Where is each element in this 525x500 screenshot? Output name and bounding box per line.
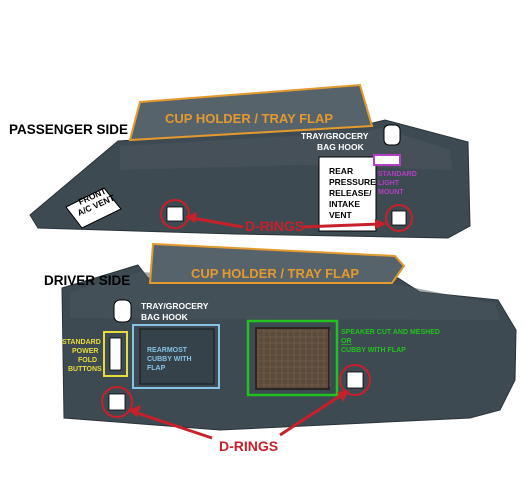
passenger-dring-left	[160, 199, 190, 229]
light-mount-label-3: MOUNT	[378, 189, 404, 196]
passenger-hook-icon	[383, 124, 401, 146]
light-mount-label-2: LIGHT	[378, 180, 400, 187]
passenger-dring-right	[385, 204, 413, 232]
speaker-label-3: CUBBY WITH FLAP	[341, 347, 406, 354]
speaker-cut-outline	[246, 319, 339, 397]
passenger-dring-arrow-right	[301, 222, 381, 229]
passenger-dring-arrowhead-right	[375, 219, 387, 229]
light-mount-label-1: STANDARD	[378, 171, 417, 178]
passenger-dring-left-tab	[166, 206, 184, 222]
passenger-hook-label-2: BAG HOOK	[317, 142, 365, 152]
passenger-dring-arrowhead-left	[185, 212, 197, 223]
driver-dring-arrow-right	[279, 392, 344, 437]
passenger-cup-holder-flap	[128, 83, 374, 142]
passenger-hook-label-1: TRAY/GROCERY	[301, 131, 369, 141]
passenger-dring-arrow-left	[191, 216, 244, 229]
driver-dring-arrow-left	[133, 410, 213, 440]
driver-side-heading: DRIVER SIDE	[44, 273, 130, 288]
speaker-label-or: OR	[341, 338, 352, 345]
cubby-label-1: REARMOST	[147, 347, 188, 354]
driver-hook-label-2: BAG HOOK	[141, 312, 189, 322]
passenger-side-heading: PASSENGER SIDE	[9, 122, 128, 137]
driver-dring-left	[101, 386, 133, 418]
speaker-mesh-texture	[257, 330, 331, 387]
rearmost-cubby-outline	[132, 324, 220, 389]
front-ac-vent-patch	[65, 187, 122, 229]
driver-hook-icon	[113, 299, 132, 323]
driver-dring-arrowhead-right	[337, 390, 349, 402]
rear-vent-label-2: PRESSURE	[329, 177, 376, 187]
driver-cup-holder-flap	[148, 242, 406, 284]
passenger-dring-right-tab	[391, 210, 407, 226]
power-fold-label-1: STANDARD	[62, 339, 101, 346]
driver-dring-arrowhead-left	[128, 405, 141, 417]
speaker-label-1: SPEAKER CUT AND MESHED	[341, 329, 440, 336]
passenger-flap-label: CUP HOLDER / TRAY FLAP	[165, 111, 333, 126]
driver-flap-label: CUP HOLDER / TRAY FLAP	[191, 266, 359, 281]
rear-vent-label-5: VENT	[329, 210, 352, 220]
power-fold-label-2: POWER	[72, 348, 98, 355]
driver-hook-label-1: TRAY/GROCERY	[141, 301, 209, 311]
light-mount-patch	[373, 154, 401, 166]
power-fold-label-3: FOLD	[78, 357, 97, 364]
passenger-panel-group: CUP HOLDER / TRAY FLAP TRAY/GROCERY BAG …	[9, 83, 471, 239]
cubby-label-3: FLAP	[147, 365, 166, 372]
rear-pressure-vent-patch	[318, 156, 377, 232]
driver-dring-right-tab	[346, 371, 364, 389]
cubby-label-2: CUBBY WITH	[147, 356, 192, 363]
passenger-drings-label: D-RINGS	[245, 218, 304, 234]
driver-dring-left-tab	[108, 393, 126, 411]
driver-drings-label: D-RINGS	[219, 438, 278, 454]
power-fold-label-4: BUTTONS	[68, 366, 102, 373]
power-fold-buttons-inner	[109, 337, 122, 371]
rear-vent-label-4: INTAKE	[329, 199, 360, 209]
rear-vent-label-1: REAR	[329, 166, 353, 176]
driver-dring-right	[339, 364, 371, 396]
rear-vent-label-3: RELEASE/	[329, 188, 372, 198]
driver-panel-group: CUP HOLDER / TRAY FLAP TRAY/GROCERY BAG …	[44, 242, 517, 454]
rearmost-cubby-flap	[139, 328, 215, 385]
power-fold-buttons-patch	[103, 331, 128, 377]
